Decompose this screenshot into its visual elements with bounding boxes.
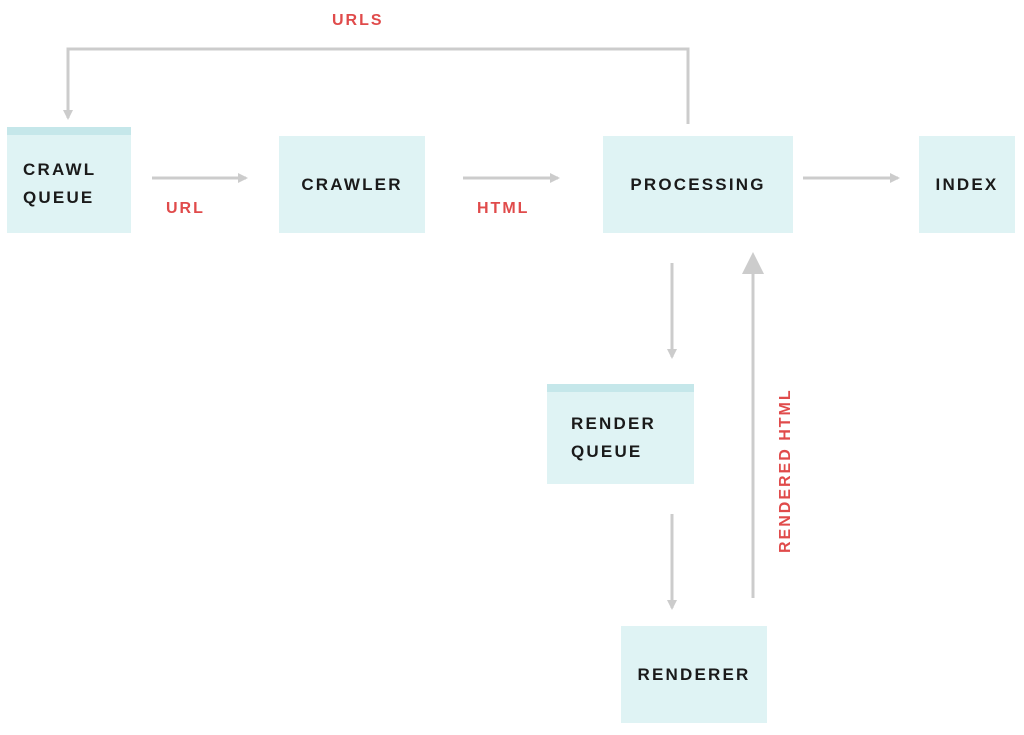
edge-label-urls: URLS [332, 12, 384, 29]
edge-label-rendered-html: RENDERED HTML [777, 388, 794, 553]
node-crawl-queue-label: CRAWL QUEUE [23, 160, 97, 207]
edge-label-url: URL [166, 200, 205, 217]
node-processing: PROCESSING [603, 136, 793, 233]
node-renderer: RENDERER [621, 626, 767, 723]
node-index: INDEX [919, 136, 1015, 233]
node-renderer-label: RENDERER [637, 664, 751, 684]
edge-label-html: HTML [477, 200, 530, 217]
node-render-queue-label: RENDER QUEUE [571, 414, 656, 461]
node-processing-label: PROCESSING [630, 174, 766, 194]
arrow-processing-to-crawl-queue [63, 47, 690, 124]
node-crawl-queue: CRAWL QUEUE [7, 127, 131, 233]
node-render-queue: RENDER QUEUE [547, 384, 694, 484]
node-index-label: INDEX [935, 174, 999, 194]
node-crawler-label: CRAWLER [301, 174, 403, 194]
node-crawler: CRAWLER [279, 136, 425, 233]
